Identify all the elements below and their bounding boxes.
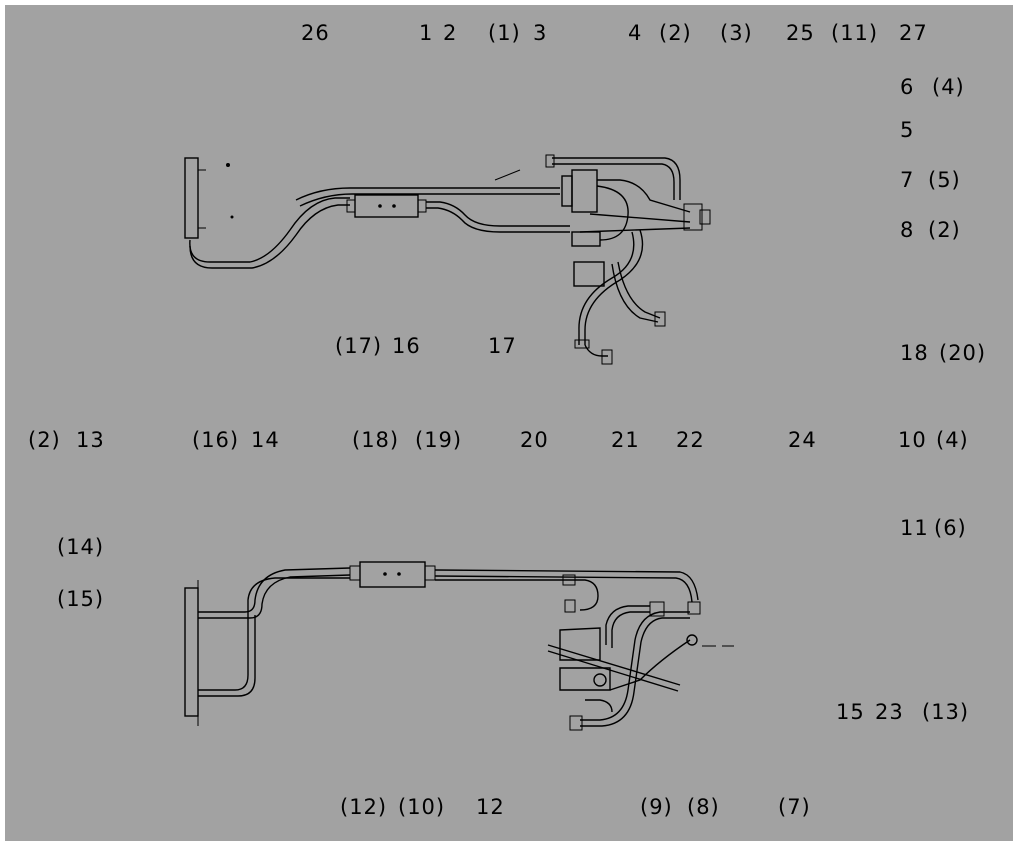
label-paren-4: (4) bbox=[932, 75, 965, 99]
label-15: 15 bbox=[836, 700, 865, 724]
label-paren-1: (1) bbox=[488, 21, 521, 45]
upper-mounting-plate bbox=[184, 157, 199, 239]
label-18: 18 bbox=[900, 341, 929, 365]
label-24: 24 bbox=[788, 428, 817, 452]
label-paren-7: (7) bbox=[778, 795, 811, 819]
label-paren-16: (16) bbox=[192, 428, 240, 452]
label-13: 13 bbox=[76, 428, 105, 452]
label-paren-9: (9) bbox=[640, 795, 673, 819]
drawing-panel bbox=[5, 5, 1013, 841]
label-paren-5: (5) bbox=[928, 168, 961, 192]
label-paren-12: (12) bbox=[340, 795, 388, 819]
label-paren-4b: (4) bbox=[936, 428, 969, 452]
label-12: 12 bbox=[476, 795, 505, 819]
label-16: 16 bbox=[392, 334, 421, 358]
label-paren-2b: (2) bbox=[928, 218, 961, 242]
label-paren-17: (17) bbox=[335, 334, 383, 358]
label-paren-18: (18) bbox=[352, 428, 400, 452]
label-27: 27 bbox=[899, 21, 928, 45]
label-5: 5 bbox=[900, 118, 915, 142]
upper-assembly-view bbox=[184, 154, 711, 365]
label-paren-6: (6) bbox=[934, 516, 967, 540]
label-paren-15: (15) bbox=[57, 587, 105, 611]
label-10: 10 bbox=[898, 428, 927, 452]
upper-pipe-left-lower bbox=[189, 197, 350, 263]
label-17: 17 bbox=[488, 334, 517, 358]
label-paren-11: (11) bbox=[831, 21, 879, 45]
label-paren-2: (2) bbox=[659, 21, 692, 45]
label-2: 2 bbox=[443, 21, 458, 45]
label-26: 26 bbox=[301, 21, 330, 45]
label-paren-8: (8) bbox=[687, 795, 720, 819]
label-4: 4 bbox=[628, 21, 643, 45]
label-22: 22 bbox=[676, 428, 705, 452]
label-paren-14: (14) bbox=[57, 535, 105, 559]
label-paren-3: (3) bbox=[720, 21, 753, 45]
label-20: 20 bbox=[520, 428, 549, 452]
label-paren-2c: (2) bbox=[28, 428, 61, 452]
label-7: 7 bbox=[900, 168, 915, 192]
lower-cooler-body bbox=[359, 561, 426, 588]
label-3: 3 bbox=[533, 21, 548, 45]
label-paren-10: (10) bbox=[398, 795, 446, 819]
label-6: 6 bbox=[900, 75, 915, 99]
label-8: 8 bbox=[900, 218, 915, 242]
label-11: 11 bbox=[900, 516, 929, 540]
label-paren-20: (20) bbox=[939, 341, 987, 365]
lower-assembly-view bbox=[184, 561, 734, 731]
label-paren-13: (13) bbox=[922, 700, 970, 724]
upper-cooler-body bbox=[354, 194, 419, 218]
lower-mounting-plate bbox=[184, 587, 199, 717]
label-21: 21 bbox=[611, 428, 640, 452]
label-14: 14 bbox=[251, 428, 280, 452]
label-paren-19: (19) bbox=[415, 428, 463, 452]
label-1: 1 bbox=[419, 21, 434, 45]
label-23: 23 bbox=[875, 700, 904, 724]
label-25: 25 bbox=[786, 21, 815, 45]
